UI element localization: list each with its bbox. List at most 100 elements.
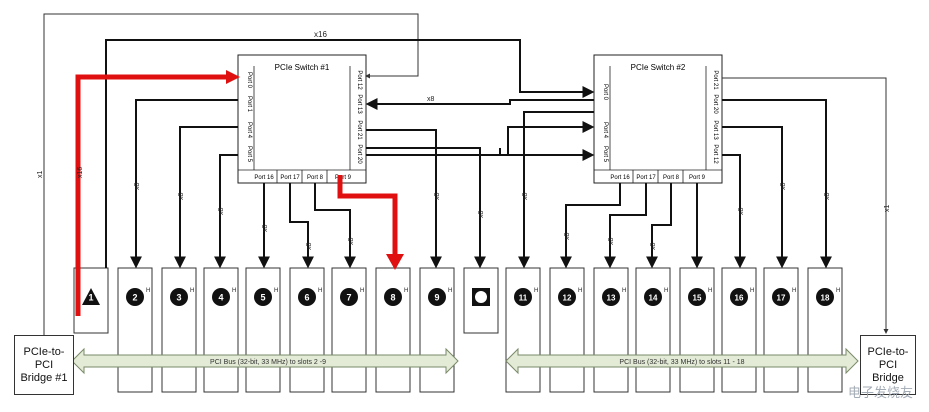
pci-bus-right: PCI Bus (32-bit, 33 MHz) to slots 11 - 1…	[505, 347, 859, 375]
slot-15: 15H	[679, 267, 715, 393]
switch1-port-left-2: Port 4	[246, 122, 252, 139]
slot-badge-circle	[772, 288, 790, 306]
slot-hotplug-tag: H	[318, 288, 322, 294]
switch1-port-left-1: Port 1	[246, 96, 252, 113]
pcie-switch-1: PCIe Switch #1 Port 0 Port 1 Port 4 Port…	[237, 54, 367, 184]
link-slot7	[314, 183, 356, 269]
slot-10-badge-inner	[475, 291, 487, 303]
switch2-port-bottom-3: Port 9	[689, 175, 706, 181]
switch1-port-bottom-0: Port 16	[254, 175, 274, 181]
link-slot12	[560, 183, 621, 269]
slot-card-12	[549, 267, 585, 393]
slot-hotplug-tag: H	[534, 288, 538, 294]
slot-card-15	[679, 267, 715, 393]
slot-9: 9H	[419, 267, 455, 393]
highlight-downlink-arrowhead	[386, 254, 404, 270]
slot-card-14	[635, 267, 671, 393]
slot-number: 13	[607, 294, 616, 303]
slot-card-13	[593, 267, 629, 393]
slot-card-4	[203, 267, 239, 393]
slot-hotplug-tag: H	[448, 288, 452, 294]
switch1-port-bottom-1: Port 17	[280, 175, 300, 181]
link-slot9	[366, 129, 442, 269]
label-x8-slot4: x8	[218, 208, 225, 216]
slot-hotplug-tag: H	[750, 288, 754, 294]
link-x1-left-loop	[43, 13, 419, 335]
slot-badge-circle	[212, 288, 230, 306]
highlight-uplink	[75, 74, 228, 316]
slot-12: 12H	[549, 267, 585, 393]
label-x1-right: x1	[884, 205, 891, 213]
slot-hotplug-tag: H	[360, 288, 364, 294]
slot-number: 3	[176, 293, 181, 303]
slot-card-9	[419, 267, 455, 393]
link-slot16	[722, 154, 746, 269]
slot-8: 8H	[375, 267, 411, 393]
watermark: 电子发烧友	[847, 386, 913, 401]
slot-16: 16H	[721, 267, 757, 393]
slot-hotplug-tag: H	[708, 288, 712, 294]
slot-hotplug-tag: H	[836, 288, 840, 294]
pcie-to-pci-bridge-2: PCIe-to- PCI Bridge	[860, 335, 916, 395]
slot-1-triangle-badge	[82, 288, 100, 305]
switch1-port-left-3: Port 5	[246, 146, 252, 163]
label-x8-slot7: x8	[348, 238, 355, 246]
switch1-title: PCIe Switch #1	[275, 63, 330, 72]
slot-hotplug-tag: H	[274, 288, 278, 294]
label-x8-slot18: x8	[824, 193, 831, 201]
slot-badge-circle	[730, 288, 748, 306]
slot-card-7	[331, 267, 367, 393]
link-slot11	[518, 111, 594, 269]
switch1-port-right-0: Port 12	[356, 70, 362, 90]
slot-13: 13 H	[593, 267, 629, 393]
pcie-to-pci-bridge-1: PCIe-to- PCI Bridge #1	[14, 335, 74, 395]
slot-hotplug-tag: H	[622, 288, 626, 294]
label-x1-left: x1	[37, 171, 44, 179]
slot-number: 11	[519, 294, 528, 303]
link-switch2-to-switch1-port13	[365, 98, 594, 110]
slot-number: 1	[88, 293, 93, 303]
switch2-port-bottom-0: Port 16	[610, 175, 630, 181]
link-slot4	[214, 154, 238, 269]
highlight-uplink-arrowhead	[226, 70, 240, 84]
label-x8-slot5: x8	[262, 225, 269, 233]
switch1-port-bottom-3: Port 9	[335, 175, 352, 181]
slot-badge-circle	[558, 288, 576, 306]
slot-badge-circle	[688, 288, 706, 306]
link-slot2	[130, 99, 238, 269]
link-x1-right-bridge	[722, 77, 889, 334]
slot-number: 6	[304, 293, 309, 303]
label-x8-slot2: x8	[134, 183, 141, 191]
slot-badge-circle	[126, 288, 144, 306]
switch1-port-right-1: Port 13	[356, 94, 362, 114]
switch2-port-right-0: Port 21	[712, 70, 718, 90]
label-x8-slot9: x8	[434, 193, 441, 201]
switch2-port-left-2: Port 5	[602, 146, 608, 163]
slot-3: 3H	[161, 267, 197, 393]
label-x8-slot14: x8	[650, 243, 657, 251]
slot-hotplug-tag: H	[664, 288, 668, 294]
slot-7: 7H	[331, 267, 367, 393]
slot-hotplug-tag: H	[578, 288, 582, 294]
label-x16-left: x16	[77, 167, 84, 178]
label-x16: x16	[314, 30, 327, 39]
slot-number: 18	[821, 294, 830, 303]
switch1-port-bottom-2: Port 8	[307, 175, 324, 181]
connection-lines	[43, 13, 889, 335]
slot-number: 10	[477, 294, 486, 303]
slot-5: 5H	[245, 267, 281, 393]
slot-badge-circle	[170, 288, 188, 306]
slot-badge-circle	[428, 288, 446, 306]
link-slot14	[646, 183, 672, 269]
slot-card-16	[721, 267, 757, 393]
switch1-port-right-2: Port 21	[356, 120, 362, 140]
slot-number: 2	[132, 293, 137, 303]
label-x8-slot11: x8	[522, 193, 529, 201]
switch2-port-right-3: Port 12	[712, 144, 718, 164]
label-x8-slot3: x8	[178, 193, 185, 201]
slot-card-3	[161, 267, 197, 393]
slot-card-8	[375, 267, 411, 393]
